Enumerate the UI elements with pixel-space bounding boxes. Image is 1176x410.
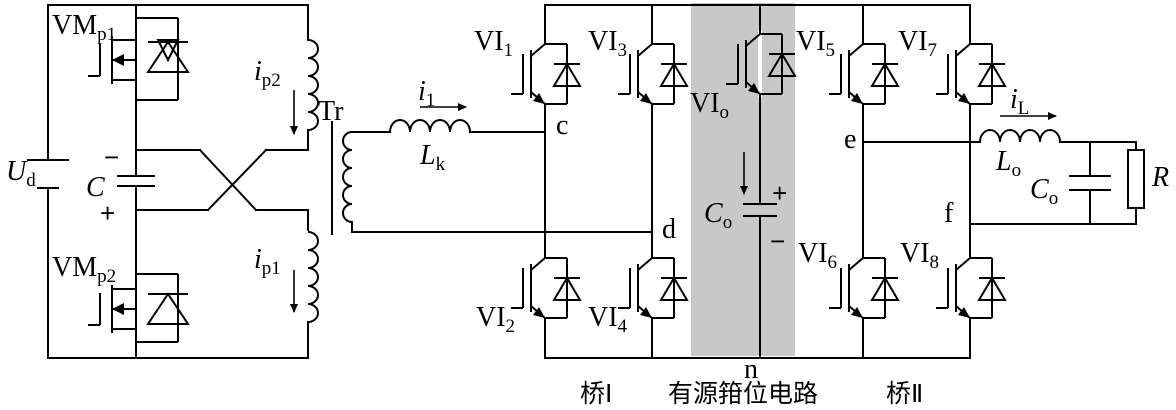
label-il: iL: [1010, 84, 1029, 119]
label-source: Ud: [6, 156, 36, 191]
igbt-o-symbol: [726, 30, 797, 98]
label-tr: Tr: [318, 96, 344, 127]
label-clamp-cap: Co: [704, 198, 732, 233]
node-n: n: [744, 354, 758, 385]
igbt-8-symbol: [936, 254, 1007, 322]
clamp-leg: [651, 4, 777, 359]
label-vi7: VI7: [898, 26, 937, 61]
sign-c-plus: +: [100, 198, 115, 228]
label-vi5: VI5: [796, 26, 835, 61]
caption-bridge1: 桥Ⅰ: [580, 379, 612, 408]
label-ip2: ip2: [254, 56, 281, 91]
transformer-primary-windings: [307, 39, 319, 323]
inductor-lk-symbol: [389, 103, 546, 133]
label-vio: VIo: [690, 88, 729, 123]
label-vmp2: VMp2: [52, 252, 116, 287]
mosfet-top-symbol: [88, 4, 190, 151]
label-lk: Lk: [419, 140, 446, 175]
primary-circuit: [27, 4, 319, 359]
label-ip1: ip1: [254, 244, 281, 279]
transformer-secondary: [331, 121, 653, 235]
sign-c-minus: −: [104, 142, 119, 172]
label-vmp1: VMp1: [52, 10, 116, 45]
label-i1: i1: [418, 76, 435, 111]
label-load: R: [1151, 162, 1169, 193]
sign-co-minus: −: [770, 226, 785, 256]
label-vi1: VI1: [474, 26, 513, 61]
igbt-7-symbol: [936, 40, 1007, 108]
node-c: c: [556, 110, 568, 141]
igbt-2-symbol: [511, 254, 582, 322]
node-d: d: [662, 214, 676, 245]
mosfet-bottom-symbol: [88, 209, 190, 359]
caption-clamp: 有源箝位电路: [668, 379, 818, 408]
sign-co-plus: +: [772, 178, 787, 208]
label-capacitor-c: C: [86, 172, 105, 203]
igbt-5-symbol: [829, 40, 900, 108]
label-vi2: VI2: [476, 302, 515, 337]
output-filter: [862, 112, 1145, 225]
label-vi6: VI6: [798, 238, 837, 273]
label-vi4: VI4: [588, 302, 628, 337]
label-output-cap: Co: [1030, 174, 1058, 209]
label-lo: Lo: [995, 146, 1021, 181]
dc-source: [27, 159, 69, 189]
label-vi3: VI3: [588, 26, 627, 61]
igbt-6-symbol: [829, 254, 900, 322]
igbt-3-symbol: [618, 40, 689, 108]
cross-wires: [135, 148, 309, 212]
node-f: f: [944, 198, 954, 229]
caption-bridge2: 桥Ⅱ: [886, 379, 923, 408]
label-vi8: VI8: [900, 238, 939, 273]
node-e: e: [844, 124, 856, 155]
igbt-group: [511, 30, 1007, 322]
igbt-1-symbol: [511, 40, 582, 108]
igbt-4-symbol: [618, 254, 689, 322]
capacitor-c-symbol: [117, 149, 155, 211]
